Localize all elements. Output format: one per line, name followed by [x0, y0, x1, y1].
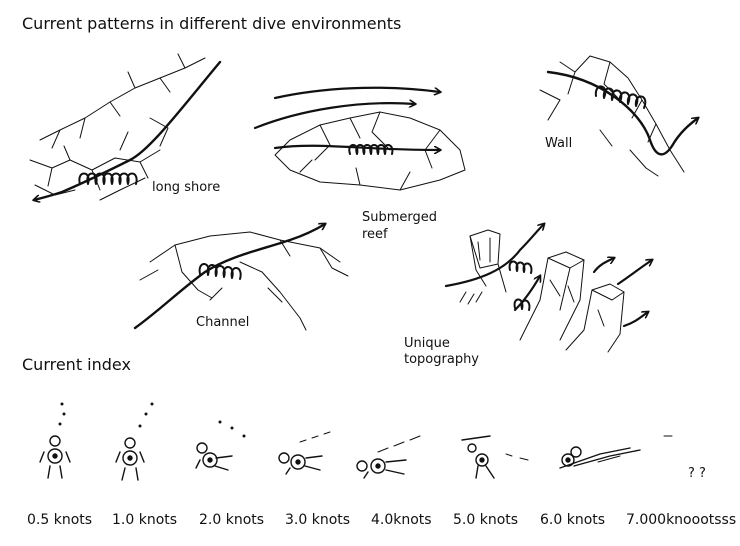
diagram-title: Current patterns in different dive envir…	[22, 14, 402, 33]
unique-current-1	[444, 224, 544, 288]
wall-current	[546, 70, 698, 156]
speed-label: 3.0 knots	[285, 512, 351, 528]
diver-4-0-knots	[356, 435, 421, 479]
diver-figures	[39, 402, 673, 481]
label-channel: Channel	[196, 315, 250, 330]
diver-6-0-knots	[559, 446, 641, 469]
wall-outline	[539, 55, 685, 177]
speed-label: 4.0knots	[371, 512, 432, 528]
current-index-title: Current index	[22, 355, 131, 374]
submerged-reef-diagram	[253, 86, 466, 191]
label-wall: Wall	[545, 136, 573, 151]
label-submerged-reef-line1: Submerged	[362, 210, 438, 225]
long-shore-spiral	[78, 172, 138, 185]
unique-spirals	[508, 260, 533, 311]
speed-label: 5.0 knots	[453, 512, 519, 528]
reef-current-bottom	[273, 144, 440, 150]
reef-current-middle	[253, 103, 415, 130]
wall-diagram	[539, 55, 698, 177]
pillar-left	[469, 229, 507, 293]
diver-0-5-knots	[39, 402, 71, 479]
speed-label: 0.5 knots	[27, 512, 93, 528]
speed-label: 1.0 knots	[112, 512, 178, 528]
channel-spiral	[198, 263, 242, 280]
reef-spiral	[348, 144, 394, 155]
diver-1-0-knots	[115, 402, 154, 481]
diver-3-0-knots	[278, 431, 331, 475]
unique-current-5	[622, 312, 648, 328]
diver-2-0-knots	[195, 420, 246, 471]
question-marks: ? ?	[688, 466, 706, 481]
unique-hatching	[459, 291, 483, 305]
channel-outline	[139, 231, 349, 331]
label-unique-line2: topography	[404, 352, 480, 367]
wall-spiral	[594, 85, 647, 109]
unique-current-3	[592, 258, 614, 274]
speed-label: 6.0 knots	[540, 512, 606, 528]
label-unique-line1: Unique	[404, 336, 450, 351]
long-shore-diagram	[29, 53, 222, 201]
diver-5-0-knots	[461, 435, 529, 479]
reef-outline	[274, 111, 466, 191]
long-shore-current	[34, 60, 222, 200]
pillar-right	[565, 283, 625, 353]
unique-current-4	[616, 260, 652, 286]
label-submerged-reef-line2: reef	[362, 227, 388, 242]
shore-cracks	[29, 53, 206, 201]
channel-current	[133, 224, 325, 330]
unique-current-2	[513, 276, 540, 312]
label-long-shore: long shore	[152, 180, 221, 195]
channel-diagram	[133, 224, 349, 331]
speed-label: 7.000knoootsss	[626, 512, 737, 528]
speed-label: 2.0 knots	[199, 512, 265, 528]
unique-topography-diagram	[444, 224, 652, 353]
pillar-middle	[519, 251, 585, 341]
reef-current-top	[273, 86, 440, 100]
